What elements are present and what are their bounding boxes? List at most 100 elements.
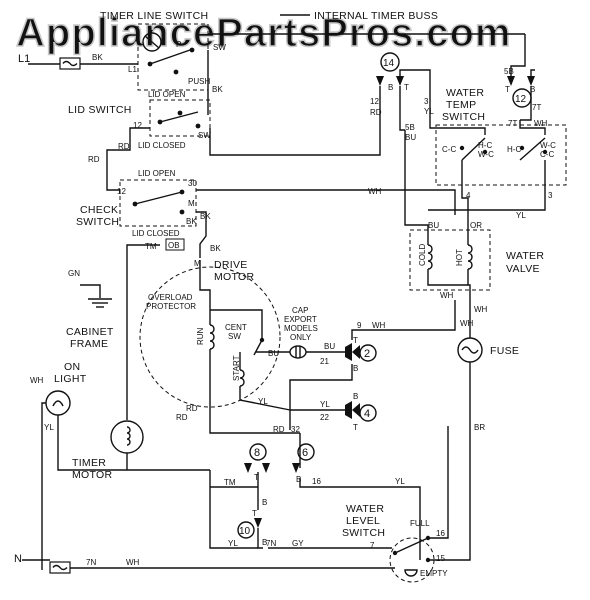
connector-14-label: 14 <box>383 58 395 69</box>
wire-on-light-yl <box>57 415 210 471</box>
cent-sw-label-1: CENT <box>225 323 247 332</box>
wire-code: B <box>296 475 301 484</box>
wire-bk-motor <box>196 211 207 258</box>
lid-open-label: LID OPEN <box>148 90 186 99</box>
switch-contact <box>147 61 153 67</box>
wire-code: BK <box>92 53 103 62</box>
wire-14-yl <box>399 69 431 98</box>
wire-code: 12 <box>370 97 379 106</box>
wire-code: YL <box>320 400 330 409</box>
switch-contact <box>179 189 185 195</box>
wire-code: M <box>188 199 195 208</box>
wire-code: WH <box>372 321 386 330</box>
switch-contact <box>179 209 185 215</box>
water-temp-switch <box>435 124 567 186</box>
wire-code: YL <box>258 397 268 406</box>
check-switch <box>119 179 197 227</box>
drive-motor <box>139 266 281 408</box>
switch-contact <box>189 47 195 53</box>
switch-contact <box>482 149 488 155</box>
wire-code: 5B <box>504 67 514 76</box>
wire-code: 7T <box>532 103 541 112</box>
wire-code: T <box>353 423 358 432</box>
switch-contact <box>425 557 431 563</box>
lid-switch-blade <box>159 111 199 123</box>
on-light-label-1: ON <box>64 361 80 373</box>
wire-rd-to-14 <box>209 98 381 156</box>
on-light <box>45 390 71 416</box>
switch-contact <box>392 550 398 556</box>
fuse-label: FUSE <box>490 345 519 357</box>
wire-code: B <box>353 364 358 373</box>
wire-code: RD <box>370 108 382 117</box>
wire-code: BK <box>210 244 221 253</box>
connector-12-plug-t <box>507 76 515 86</box>
temp-blade-right <box>519 137 546 161</box>
wire-code: WH <box>534 119 548 128</box>
timer-motor-label-1: TIMER <box>72 457 106 469</box>
hot-label: HOT <box>455 249 464 266</box>
wire-code: BU <box>428 221 439 230</box>
cap-label-4: ONLY <box>290 333 312 342</box>
check-switch-label-2: SWITCH <box>76 216 119 228</box>
connector-8-label: 8 <box>254 447 260 459</box>
wire-code: TM <box>224 478 236 487</box>
switch-contact <box>425 535 431 541</box>
wire-code: B <box>530 85 535 94</box>
wire-code: 7N <box>86 558 96 567</box>
switch-contact <box>195 123 201 129</box>
wire-6-16 <box>299 478 320 488</box>
connector-2-label: 2 <box>364 348 370 360</box>
wire-code: 7 <box>370 541 375 550</box>
switch-contact <box>459 145 465 151</box>
wire-code: 12 <box>133 121 142 130</box>
wire-code: RD <box>186 404 198 413</box>
pressure-dome <box>404 569 418 577</box>
wire-code: RD <box>176 413 188 422</box>
wire-code: BU <box>324 342 335 351</box>
check-switch-blade <box>134 191 183 205</box>
temp-wc2-label: W-C <box>540 141 556 150</box>
wire-rd-32 <box>209 397 300 434</box>
water-valve-label-1: WATER <box>506 250 544 262</box>
wire-temp-top-left <box>429 98 486 135</box>
ob-label: OB <box>168 241 180 250</box>
connector-8-circle <box>249 443 267 461</box>
switch-contact <box>259 337 265 343</box>
check-switch-label-1: CHECK <box>80 204 118 216</box>
connector-4-plug <box>345 401 352 419</box>
wire-code: T <box>353 336 358 345</box>
wire-code: 21 <box>320 357 329 366</box>
wire-16-up <box>430 426 449 539</box>
drive-motor-label-2: MOTOR <box>214 271 255 283</box>
wire-code: WH <box>126 558 140 567</box>
connector-4-label: 4 <box>364 408 370 420</box>
wire-code: B <box>388 83 393 92</box>
timer-line-switch-label: TIMER LINE SWITCH <box>100 10 208 22</box>
wire-wh-9 <box>351 300 456 340</box>
wire-overload <box>199 260 211 300</box>
wire-code: WH <box>368 187 382 196</box>
wire-temp-4 <box>461 160 469 215</box>
wire-code: RD <box>88 155 100 164</box>
wire-code: B <box>353 392 358 401</box>
connector-14-plug-b <box>376 76 384 86</box>
connector-10-label: 10 <box>239 526 251 537</box>
timer-motor-label-2: MOTOR <box>72 469 113 481</box>
connector-8-jack <box>262 463 270 473</box>
wire-code: 7T <box>508 119 517 128</box>
wire-code: 7N <box>266 539 276 548</box>
timer-cam <box>142 32 162 52</box>
on-light-label-2: LIGHT <box>54 373 87 385</box>
timer-line-switch <box>137 23 209 91</box>
lid-switch <box>149 99 211 137</box>
run-winding <box>209 324 215 350</box>
switch-contact <box>177 110 183 116</box>
wire-code: 22 <box>320 413 329 422</box>
cabinet-frame-label-2: FRAME <box>70 338 108 350</box>
wire-code: 15 <box>436 554 445 563</box>
water-temp-label-3: SWITCH <box>442 111 485 123</box>
wire-code: B <box>262 498 267 507</box>
wire-code: 32 <box>291 425 300 434</box>
wire-code: WH <box>460 319 474 328</box>
